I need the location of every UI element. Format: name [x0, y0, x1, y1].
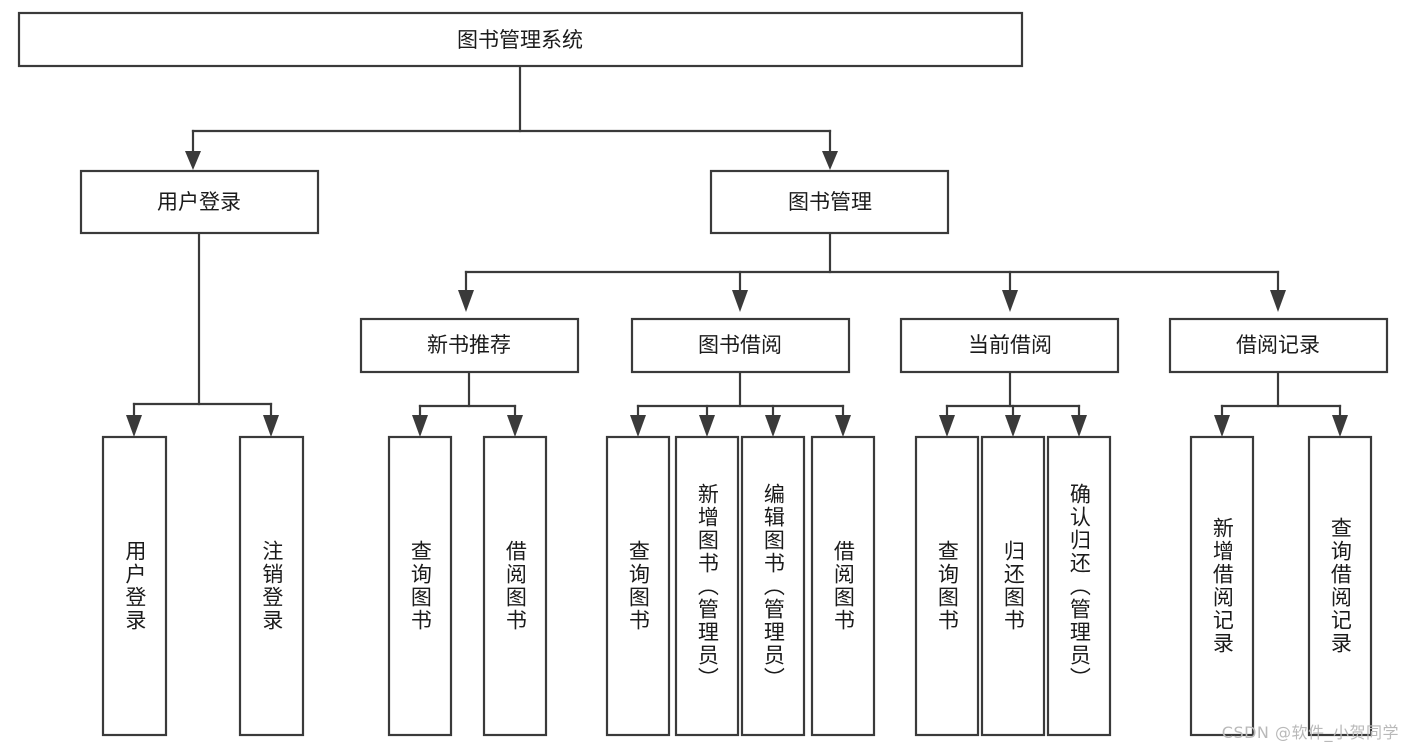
arrow-head-icon [412, 415, 428, 437]
arrow-head-icon [699, 415, 715, 437]
arrow-head-icon [939, 415, 955, 437]
node-current-borrow-label: 当前借阅 [968, 333, 1052, 357]
connector-root-to-level2 [185, 64, 838, 170]
node-book-borrow-label: 图书借阅 [698, 333, 782, 357]
arrow-head-icon [1002, 290, 1018, 312]
node-borrow-record[interactable]: 借阅记录 [1168, 317, 1389, 374]
connector-bookmanage-to-level3 [458, 231, 1286, 312]
connector-userlogin-to-leaves [126, 231, 279, 437]
leaf-box-borrow-query[interactable] [605, 435, 671, 737]
node-user-login-label: 用户登录 [157, 190, 241, 214]
node-current-borrow[interactable]: 当前借阅 [899, 317, 1120, 374]
arrow-head-icon [507, 415, 523, 437]
leaf-box-rec-query[interactable] [387, 435, 453, 737]
node-user-login-box[interactable] [79, 169, 320, 235]
arrow-head-icon [263, 415, 279, 437]
connector-bookborrow-to-leaves [630, 370, 851, 437]
leaf-box-cur-return[interactable] [980, 435, 1046, 737]
node-book-manage-box[interactable] [709, 169, 950, 235]
leaf-box-borrow-lend[interactable] [810, 435, 876, 737]
node-book-manage[interactable]: 图书管理 [709, 169, 950, 235]
leaf-box-rec-borrow[interactable] [482, 435, 548, 737]
leaf-box-user-login[interactable] [101, 435, 168, 737]
arrow-head-icon [185, 151, 201, 170]
arrow-head-icon [1332, 415, 1348, 437]
node-book-manage-label: 图书管理 [788, 190, 872, 214]
node-root-box[interactable] [17, 11, 1024, 68]
node-new-book-rec-label: 新书推荐 [427, 333, 511, 357]
leaf-box-user-logout[interactable] [238, 435, 305, 737]
node-new-book-rec-box[interactable] [359, 317, 580, 374]
leaf-box-borrow-add[interactable] [674, 435, 740, 737]
leaf-box-cur-confirm[interactable] [1046, 435, 1112, 737]
connector-newbookrec-to-leaves [412, 370, 523, 437]
node-borrow-record-label: 借阅记录 [1236, 333, 1320, 357]
leaf-box-rec-add[interactable] [1189, 435, 1255, 737]
arrow-head-icon [835, 415, 851, 437]
watermark-text: CSDN @软件_小贺同学 [1221, 723, 1399, 742]
arrow-head-icon [1071, 415, 1087, 437]
arrow-head-icon [1270, 290, 1286, 312]
arrow-head-icon [630, 415, 646, 437]
arrow-head-icon [732, 290, 748, 312]
arrow-head-icon [1214, 415, 1230, 437]
arrow-head-icon [765, 415, 781, 437]
connector-currentborrow-to-leaves [939, 370, 1087, 437]
leaf-box-borrow-edit[interactable] [740, 435, 806, 737]
arrow-head-icon [458, 290, 474, 312]
node-new-book-rec[interactable]: 新书推荐 [359, 317, 580, 374]
arrow-head-icon [126, 415, 142, 437]
node-borrow-record-box[interactable] [1168, 317, 1389, 374]
node-root-label: 图书管理系统 [457, 28, 583, 52]
node-book-borrow[interactable]: 图书借阅 [630, 317, 851, 374]
node-user-login[interactable]: 用户登录 [79, 169, 320, 235]
connector-borrowrecord-to-leaves [1214, 370, 1348, 437]
node-root[interactable]: 图书管理系统 [17, 11, 1024, 68]
arrow-head-icon [1005, 415, 1021, 437]
leaf-box-rec-search[interactable] [1307, 435, 1373, 737]
node-current-borrow-box[interactable] [899, 317, 1120, 374]
arrow-head-icon [822, 151, 838, 170]
node-book-borrow-box[interactable] [630, 317, 851, 374]
leaf-box-cur-query[interactable] [914, 435, 980, 737]
